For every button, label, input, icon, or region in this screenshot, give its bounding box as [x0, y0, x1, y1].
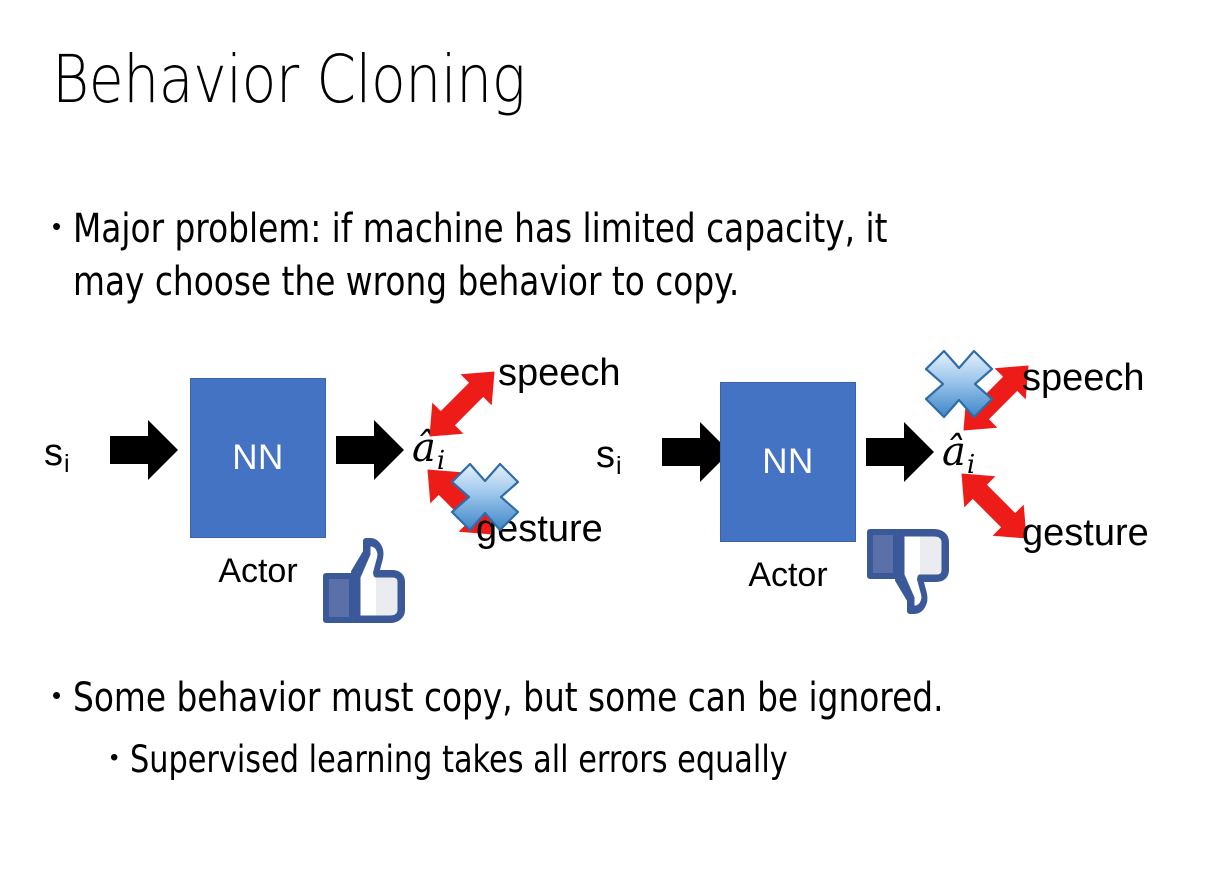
red-arrow-speech-left [410, 352, 514, 456]
action-label-left: âi [412, 428, 445, 474]
state-symbol: s [596, 434, 615, 476]
nn-label: NN [232, 438, 284, 477]
action-symbol: â [942, 429, 966, 475]
action-subscript: i [436, 445, 446, 476]
bullet-marker-icon: • [110, 744, 119, 771]
actor-label-right: Actor [748, 556, 828, 594]
bullet-marker-icon: • [52, 680, 62, 710]
nn-box-left: NN [190, 378, 326, 538]
output-block-arrow-left [336, 418, 404, 482]
input-block-arrow-left [110, 418, 178, 482]
bullet-bottom-secondary-text: Supervised learning takes all errors equ… [130, 738, 789, 781]
bullet-marker-icon: • [52, 211, 62, 241]
bullet-bottom-primary-text: Some behavior must copy, but some can be… [73, 675, 944, 721]
diagram-right: si NN Actor âi [570, 340, 1170, 630]
action-label-right: âi [942, 432, 975, 478]
thumbs-up-icon-left [318, 532, 414, 628]
bullet-top-text: Major problem: if machine has limited ca… [73, 206, 888, 305]
diagram-left: si NN Actor âi [18, 340, 621, 630]
red-arrow-gesture-right [942, 454, 1046, 558]
action-symbol: â [412, 425, 436, 471]
action-subscript: i [966, 449, 976, 480]
bullet-row: • Supervised learning takes all errors e… [110, 736, 1170, 784]
branch-label-speech-right: speech [1022, 357, 1145, 399]
actor-label-left: Actor [218, 552, 298, 590]
state-label-right: si [596, 436, 622, 479]
input-block-arrow-right [662, 420, 730, 484]
cross-out-x-icon-gesture-left [448, 460, 522, 534]
state-subscript: i [64, 450, 70, 478]
cross-out-x-icon-speech-right [922, 347, 996, 421]
bullet-row: • Major problem: if machine has limited … [52, 203, 1172, 309]
nn-label: NN [762, 442, 814, 481]
bullet-bottom-secondary: • Supervised learning takes all errors e… [110, 736, 1170, 784]
output-block-arrow-right [866, 420, 934, 484]
branch-label-gesture-right: gesture [1022, 512, 1149, 554]
bullet-bottom-primary: • Some behavior must copy, but some can … [52, 672, 1172, 724]
state-label-left: si [44, 434, 70, 477]
thumbs-down-icon-right [862, 524, 958, 620]
nn-box-right: NN [720, 382, 856, 542]
state-subscript: i [616, 452, 622, 480]
red-arrow-speech-right [944, 346, 1048, 450]
page-title: Behavior Cloning [52, 41, 526, 118]
state-symbol: s [44, 432, 63, 474]
bullet-top: • Major problem: if machine has limited … [52, 203, 1172, 309]
branch-label-speech-left: speech [498, 352, 621, 394]
bullet-row: • Some behavior must copy, but some can … [52, 672, 1172, 724]
